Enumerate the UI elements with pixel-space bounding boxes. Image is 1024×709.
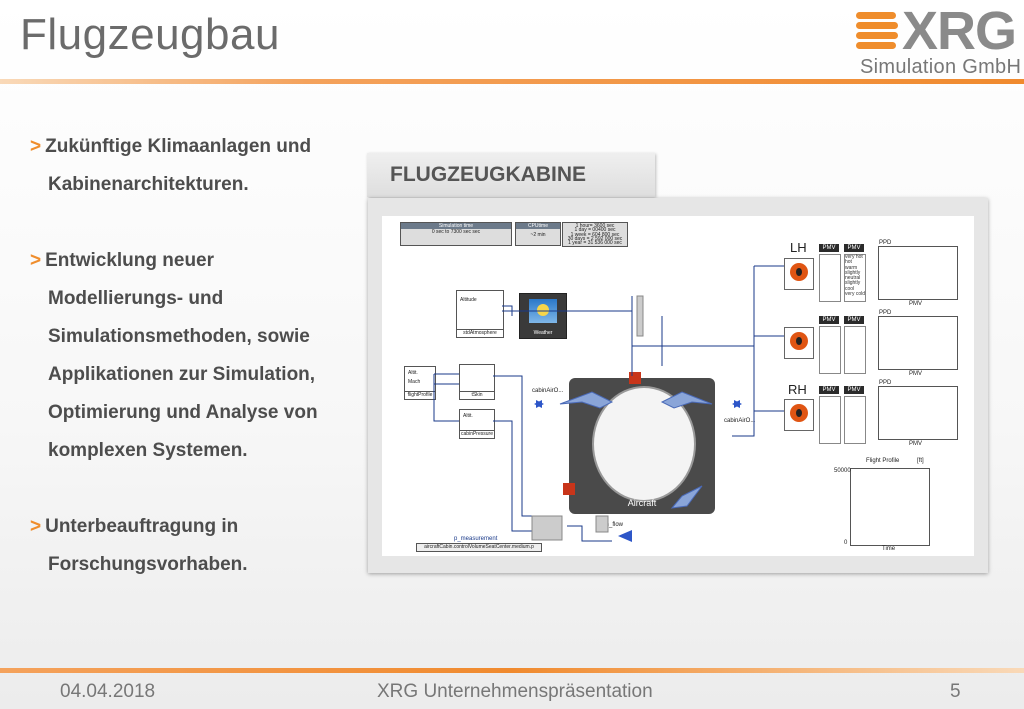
footer-date: 04.04.2018 (60, 681, 156, 702)
bullet-item: >Entwicklung neuer Modellierungs- und Si… (30, 250, 318, 461)
weather-block[interactable]: Weather (519, 293, 567, 339)
pmv-gauge (819, 254, 841, 302)
slide-title: Flugzeugbau (20, 10, 280, 59)
ppd-plot: PPD PMV (878, 240, 958, 307)
pmv-scale (844, 326, 866, 374)
weather-sun-icon (529, 299, 557, 323)
flight-profile-plot (850, 468, 930, 546)
diagram-heading: FLUGZEUGKABINE (367, 153, 655, 197)
logo-wordmark: XRG (902, 1, 1017, 61)
human-comfort-block[interactable] (784, 327, 814, 359)
pmv-label: PMV (819, 386, 839, 394)
pmv-label: PMV (819, 316, 839, 324)
human-comfort-block[interactable] (784, 258, 814, 290)
pmv-label: PMV (844, 244, 864, 252)
bullet-marker: > (30, 136, 42, 157)
cabin-pressure-block[interactable]: Altit. cabinPressure (459, 409, 495, 439)
bullet-item: >Zukünftige Klimaanlagen und Kabinenarch… (30, 136, 312, 195)
cpu-time-box: CPUtime ~2 min (515, 222, 561, 246)
pmv-gauge (819, 326, 841, 374)
pmv-label: PMV (844, 316, 864, 324)
company-logo: XRG Simulation GmbH (856, 1, 1022, 80)
ppd-plot: PPD PMV (878, 380, 958, 447)
aircraft-block[interactable]: Aircraft (563, 372, 715, 514)
pmv-gauge (819, 396, 841, 444)
bullet-item: >Unterbeauftragung in Forschungsvorhaben… (30, 516, 248, 575)
pmv-scale: very hot hot warm slightly neutral sligh… (844, 254, 866, 302)
page-number: 5 (950, 681, 961, 702)
time-table-box: 1 hour= 3600 sec 1 day = 00400 sec 1 wee… (562, 222, 628, 247)
bullet-marker: > (30, 516, 42, 537)
logo-subtitle: Simulation GmbH (860, 56, 1022, 78)
footer-presentation: XRG Unternehmenspräsentation (377, 681, 653, 702)
rh-label: RH (788, 382, 807, 397)
bullet-list: >Zukünftige Klimaanlagen und Kabinenarch… (30, 128, 360, 622)
bullet-marker: > (30, 250, 42, 271)
footer-divider (0, 668, 1024, 673)
p-measurement-box: aircraftCabin.controlVolumeSeatCenter.me… (416, 543, 542, 552)
pmv-label: PMV (844, 386, 864, 394)
atmosphere-block[interactable]: Altitude stdAtmosphere (456, 290, 504, 338)
sim-time-box: Simulation time 0 sec to 7300 sec sec (400, 222, 512, 246)
fuselage-icon (592, 386, 696, 502)
lh-label: LH (790, 240, 807, 255)
ppd-plot: PPD PMV (878, 310, 958, 377)
pmv-label: PMV (819, 244, 839, 252)
flight-profile-block[interactable]: Altit. Mach flightProfile (404, 366, 436, 400)
header-divider (0, 79, 1024, 84)
skin-block[interactable]: tSkin (459, 364, 495, 400)
human-comfort-block[interactable] (784, 399, 814, 431)
pmv-scale (844, 396, 866, 444)
simulation-diagram: Simulation time 0 sec to 7300 sec sec CP… (382, 216, 974, 556)
